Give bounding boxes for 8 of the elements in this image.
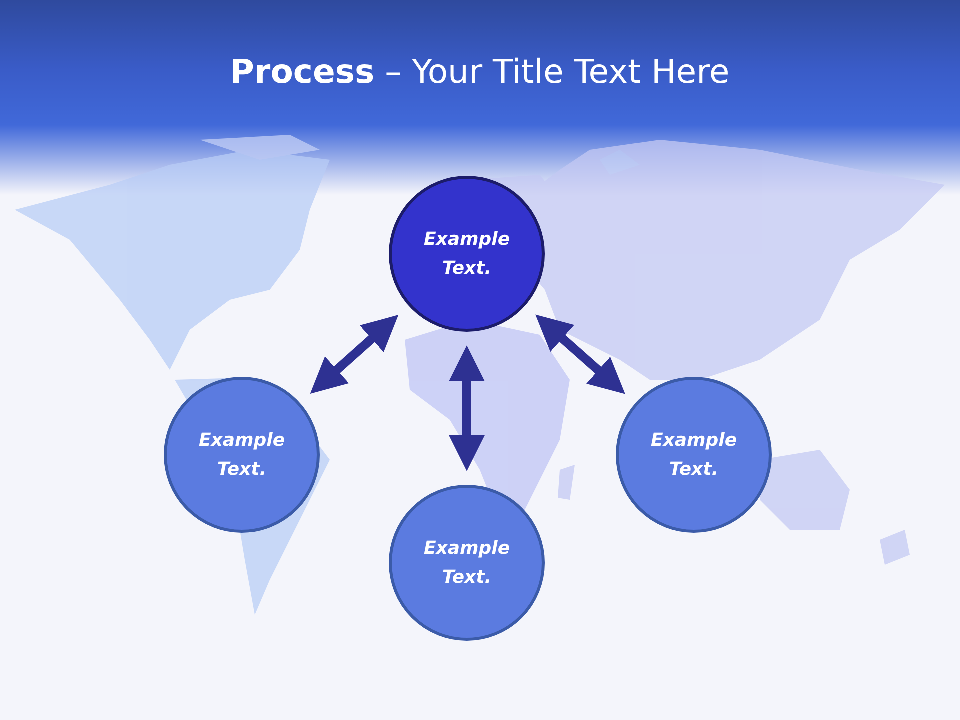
double-arrow [449, 346, 485, 472]
node-text: Example Text. [422, 537, 512, 590]
node-text: Example Text. [198, 429, 286, 482]
node-text: Example Text. [650, 429, 738, 482]
node-text: Example Text. [422, 228, 512, 281]
double-arrow [536, 314, 626, 394]
double-arrow [310, 315, 399, 394]
slide-title: Process – Your Title Text Here [229, 52, 731, 91]
